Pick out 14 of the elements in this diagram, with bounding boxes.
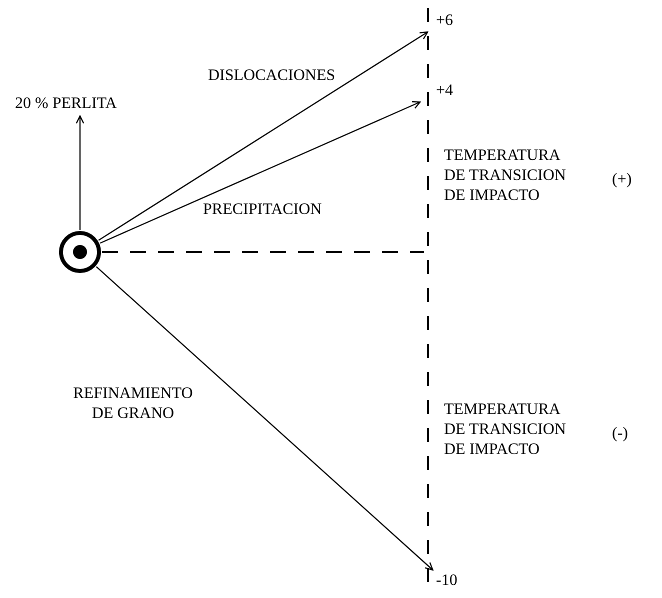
tick-value: +6 bbox=[420, 10, 470, 32]
axis-caption: TEMPERATURA DE TRANSICION DE IMPACTO bbox=[444, 146, 567, 206]
tick-value: -10 bbox=[420, 570, 470, 592]
sign-label: (+) bbox=[612, 170, 632, 190]
target-symbol bbox=[58, 230, 102, 274]
node-label: 20 % PERLITA bbox=[15, 92, 145, 116]
dashed-line bbox=[102, 251, 424, 253]
arrow bbox=[100, 101, 421, 244]
sign-label: (-) bbox=[612, 424, 628, 444]
arrow bbox=[76, 115, 84, 230]
arrow bbox=[96, 266, 434, 571]
arrow bbox=[98, 31, 428, 241]
axis-caption: TEMPERATURA DE TRANSICION DE IMPACTO bbox=[444, 400, 567, 460]
tick-value: +4 bbox=[420, 80, 470, 102]
